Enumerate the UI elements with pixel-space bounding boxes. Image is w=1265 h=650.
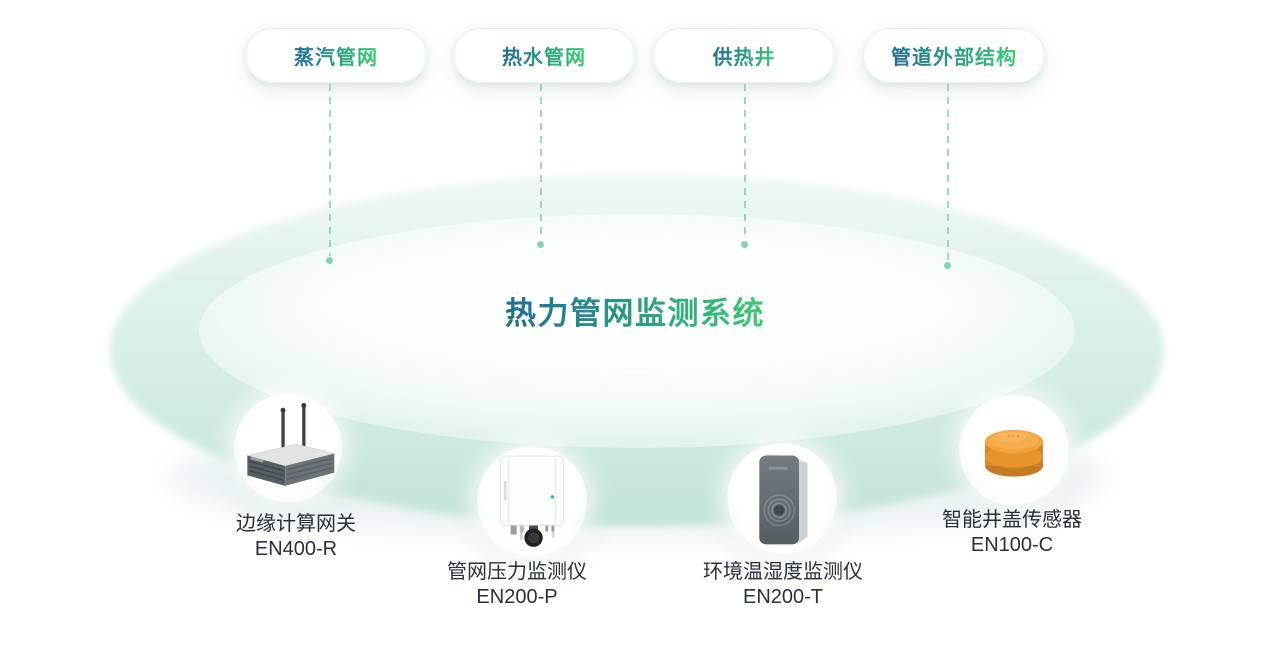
connector-line-pipe-exterior — [947, 84, 949, 261]
connector-line-heating-well — [744, 84, 746, 240]
category-pill-hot-water: 热水管网 — [453, 28, 635, 83]
edge-gateway-icon — [247, 402, 335, 486]
device-name: 边缘计算网关 — [236, 513, 356, 535]
connector-dot-pipe-exterior — [944, 262, 951, 269]
device-name: 管网压力监测仪 — [447, 561, 587, 583]
device-model: EN200-P — [476, 586, 558, 608]
temp-humidity-monitor-icon — [759, 453, 808, 545]
system-title: 热力管网监测系统 — [505, 288, 765, 333]
connector-line-hot-water — [540, 84, 542, 240]
device-model: EN100-C — [970, 534, 1054, 556]
device-name: 环境温湿度监测仪 — [703, 561, 863, 583]
category-pill-label: 热水管网 — [502, 41, 586, 70]
device-bubble-edge-gateway — [234, 394, 342, 502]
device-model: EN200-T — [742, 586, 824, 608]
device-bubble-temp-humidity — [727, 443, 837, 553]
connector-dot-heating-well — [741, 241, 748, 248]
category-pill-heating-well: 供热井 — [653, 28, 835, 83]
device-model: EN400-R — [254, 538, 338, 560]
device-name: 智能井盖传感器 — [942, 509, 1082, 531]
category-pill-label: 管道外部结构 — [891, 41, 1017, 70]
pressure-monitor-icon — [499, 455, 565, 547]
category-pill-label: 供热井 — [713, 41, 776, 70]
device-bubble-manhole-sensor — [959, 395, 1069, 505]
connector-dot-hot-water — [537, 241, 544, 248]
connector-line-steam — [329, 84, 331, 256]
device-label-pressure-monitor: 管网压力监测仪 EN200-P — [447, 560, 587, 610]
manhole-sensor-icon — [985, 429, 1043, 477]
device-label-manhole-sensor: 智能井盖传感器 EN100-C — [942, 508, 1082, 558]
category-pill-label: 蒸汽管网 — [294, 41, 378, 70]
category-pill-pipe-exterior: 管道外部结构 — [863, 28, 1045, 83]
device-label-edge-gateway: 边缘计算网关 EN400-R — [236, 512, 356, 562]
device-label-temp-humidity: 环境温湿度监测仪 EN200-T — [703, 560, 863, 610]
connector-dot-steam — [326, 257, 333, 264]
device-bubble-pressure-monitor — [477, 446, 587, 556]
category-pill-steam: 蒸汽管网 — [245, 28, 427, 83]
